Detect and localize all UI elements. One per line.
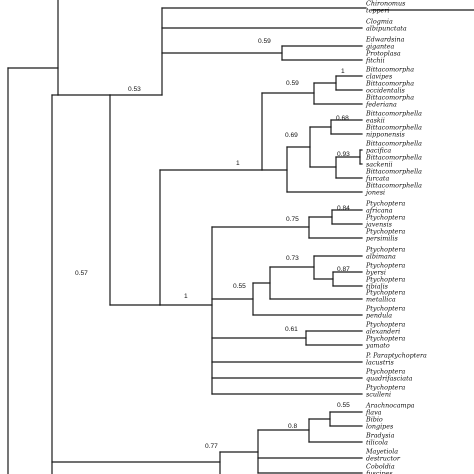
support-value: 0.68 — [336, 115, 349, 122]
support-value: 0.77 — [205, 443, 218, 450]
support-value: 0.61 — [285, 326, 298, 333]
support-value: 0.59 — [286, 80, 299, 87]
support-value: 1 — [341, 68, 345, 75]
support-value: 0.84 — [337, 205, 350, 212]
support-value: 0.55 — [337, 402, 350, 409]
support-value: 0.53 — [128, 86, 141, 93]
support-value: 0.93 — [337, 151, 350, 158]
support-value: 0.75 — [286, 216, 299, 223]
tree-branches — [7, 0, 474, 474]
support-value: 0.69 — [285, 132, 298, 139]
support-value: 0.73 — [286, 255, 299, 262]
support-value: 0.8 — [288, 423, 297, 430]
support-value: 0.59 — [258, 38, 271, 45]
support-value: 1 — [236, 160, 240, 167]
support-value: 0.87 — [337, 266, 350, 273]
support-value: 0.57 — [75, 270, 88, 277]
support-value: 0.55 — [233, 283, 246, 290]
support-value: 1 — [184, 293, 188, 300]
